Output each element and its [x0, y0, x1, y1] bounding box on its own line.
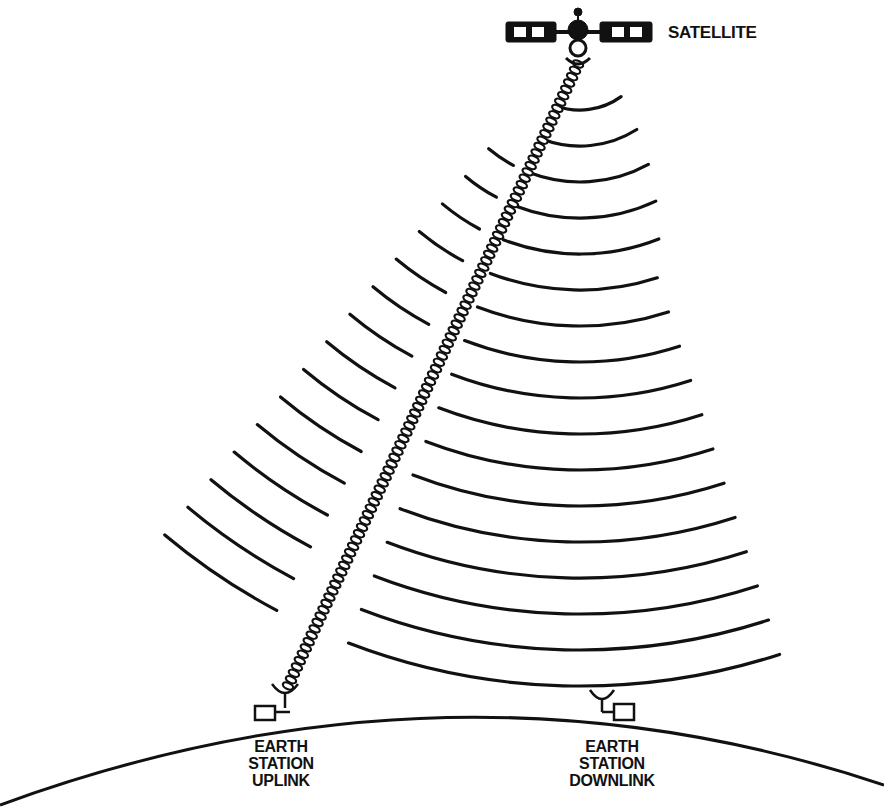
- wavefront: [542, 130, 637, 147]
- wavefront: [442, 204, 479, 229]
- satellite-label: SATELLITE: [668, 24, 757, 42]
- wavefront: [373, 287, 429, 325]
- wavefront: [188, 507, 294, 578]
- wavefront: [350, 314, 412, 356]
- wavefront: [304, 369, 379, 419]
- earth-surface: [0, 717, 884, 805]
- uplink-beam: [282, 59, 585, 691]
- wavefront: [516, 201, 656, 218]
- wavefront: [413, 475, 724, 506]
- radio-waves: [165, 97, 780, 686]
- wavefront: [374, 576, 757, 614]
- wavefront: [490, 273, 657, 290]
- wavefront: [465, 341, 680, 362]
- wavefront: [503, 239, 659, 254]
- downlink-station-label: EARTH STATION DOWNLINK: [569, 738, 655, 789]
- satellite-icon: [506, 8, 652, 64]
- wavefront: [327, 342, 395, 388]
- wavefront: [419, 232, 462, 261]
- uplink-station-label: EARTH STATION UPLINK: [248, 738, 314, 789]
- uplink-station-icon: [255, 684, 298, 720]
- wavefront: [529, 164, 648, 182]
- wavefront: [489, 149, 514, 166]
- wavefront: [478, 307, 669, 326]
- wavefront: [426, 441, 713, 470]
- wavefront: [234, 452, 327, 515]
- downlink-station-icon: [590, 690, 634, 720]
- wavefront: [439, 408, 702, 434]
- wavefront: [165, 535, 277, 611]
- wavefront: [349, 643, 780, 686]
- wavefront: [452, 374, 691, 398]
- wavefront: [396, 259, 446, 292]
- wavefront: [400, 509, 735, 542]
- wavefront: [257, 425, 344, 484]
- wavefront: [387, 542, 746, 578]
- wavefront: [281, 397, 362, 452]
- wavefront: [466, 176, 497, 197]
- wavefront: [361, 610, 768, 650]
